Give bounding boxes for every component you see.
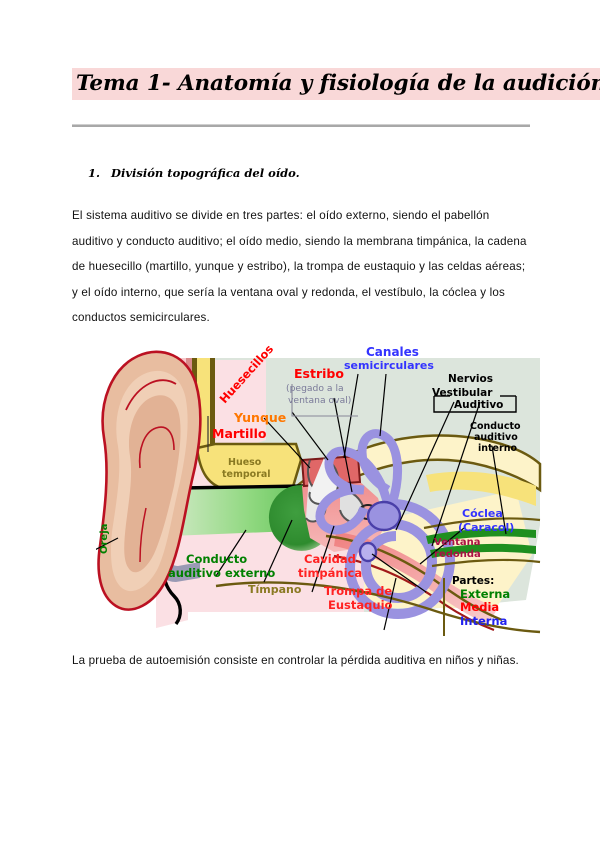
nerve-sheath-upper (423, 517, 541, 530)
label-nervio-vestibular: Vestibular (432, 387, 493, 399)
leader-martillo (263, 417, 311, 469)
legend-item-interna: Interna (460, 614, 508, 629)
leader-ventana-redonda (371, 553, 427, 593)
label-estribo-note-line2: ventana oval) (288, 395, 352, 406)
leader-trompa (383, 577, 397, 631)
skull-lower-boundary (215, 581, 541, 634)
vestibular-nerve (426, 528, 536, 544)
lateral-semicircular-canal (315, 485, 369, 535)
ear-anatomy-diagram: Huesecillos Estribo (pegado a la ventana… (96, 340, 544, 640)
inner-ear-labyrinth (315, 429, 456, 620)
label-conducto-interno-line1: Conducto (470, 421, 521, 432)
label-ventana-redonda-line1: Ventana (434, 537, 481, 548)
section-title: División topográfica del oído. (111, 166, 300, 180)
label-estribo: Estribo (294, 366, 344, 381)
title-container: Tema 1- Anatomía y fisiología de la audi… (72, 68, 600, 100)
leader-cavidad (311, 525, 335, 593)
section-heading: 1. División topográfica del oído. (88, 166, 300, 180)
leader-estribo (333, 397, 353, 493)
strip-olive-2 (210, 358, 215, 450)
label-conducto-interno-line2: auditivo (474, 432, 518, 443)
label-cavidad-timpanica-line1: Cavidad (304, 552, 356, 566)
posterior-semicircular-canal (357, 429, 402, 506)
label-hueso-temporal-line1: Hueso (228, 457, 262, 468)
pinna-fold-line-1 (138, 426, 175, 469)
label-conducto-externo-line1: Conducto (186, 552, 248, 566)
leader-canales-2 (379, 373, 387, 437)
legend-partes: Partes: Externa Media Interna (452, 576, 510, 628)
label-yunque: Yunque (234, 410, 287, 425)
label-trompa-eustaquio-line2: Eustaquio (328, 598, 393, 612)
label-ventana-redonda-line2: redonda (434, 549, 481, 560)
label-nervio-auditivo: Auditivo (454, 399, 504, 411)
pinna-concha (124, 395, 181, 573)
auditory-nerve (430, 543, 536, 558)
page-title: Tema 1- Anatomía y fisiología de la audi… (72, 68, 600, 100)
label-estribo-note-line1: (pegado a la (286, 383, 344, 394)
leader-vestibular (395, 401, 455, 531)
label-oreja: Oreja (99, 523, 110, 554)
legend-item-externa: Externa (460, 586, 511, 601)
label-coclea-line2: (Caracol) (458, 521, 515, 534)
nervios-bracket-box (433, 396, 517, 413)
label-martillo: Martillo (212, 426, 267, 441)
pinna-fold-line-2 (125, 379, 177, 411)
leader-auditivo (431, 401, 481, 547)
label-conducto-interno-line3: interno (478, 443, 517, 454)
label-hueso-temporal-line2: temporal (222, 469, 271, 480)
leader-oreja (96, 537, 119, 551)
leader-conducto-interno (491, 445, 507, 535)
label-cavidad-timpanica-line2: timpánica (298, 566, 363, 580)
section-number: 1. (88, 166, 101, 180)
pinna-fold-line-3 (139, 507, 147, 563)
label-canales-semicirculares-line1: Canales (366, 345, 419, 359)
vestibule (366, 500, 402, 532)
ear-anatomy-illustration (96, 350, 542, 636)
legend-title: Partes: (452, 575, 495, 587)
label-conducto-externo-line2: auditivo externo (168, 566, 276, 580)
leader-yunque (291, 411, 329, 461)
nerve-sheath-lower (431, 558, 541, 568)
round-window (358, 541, 378, 563)
leader-conducto-externo (215, 529, 247, 577)
label-trompa-eustaquio-line1: Trompa de (324, 584, 393, 598)
leader-coclea (419, 527, 465, 565)
label-nervios: Nervios (448, 373, 493, 385)
estribo-note-bracket (291, 384, 358, 417)
title-divider (72, 124, 530, 127)
label-canales-semicirculares-line2: semicirculares (344, 359, 434, 372)
leader-timpano (263, 519, 293, 583)
legend-item-media: Media (460, 600, 500, 615)
label-timpano: Tímpano (248, 583, 302, 596)
paragraph-outro: La prueba de autoemisión consiste en con… (72, 654, 519, 667)
paragraph-intro: El sistema auditivo se divide en tres pa… (72, 209, 527, 324)
label-coclea-line1: Cóclea (462, 507, 503, 520)
